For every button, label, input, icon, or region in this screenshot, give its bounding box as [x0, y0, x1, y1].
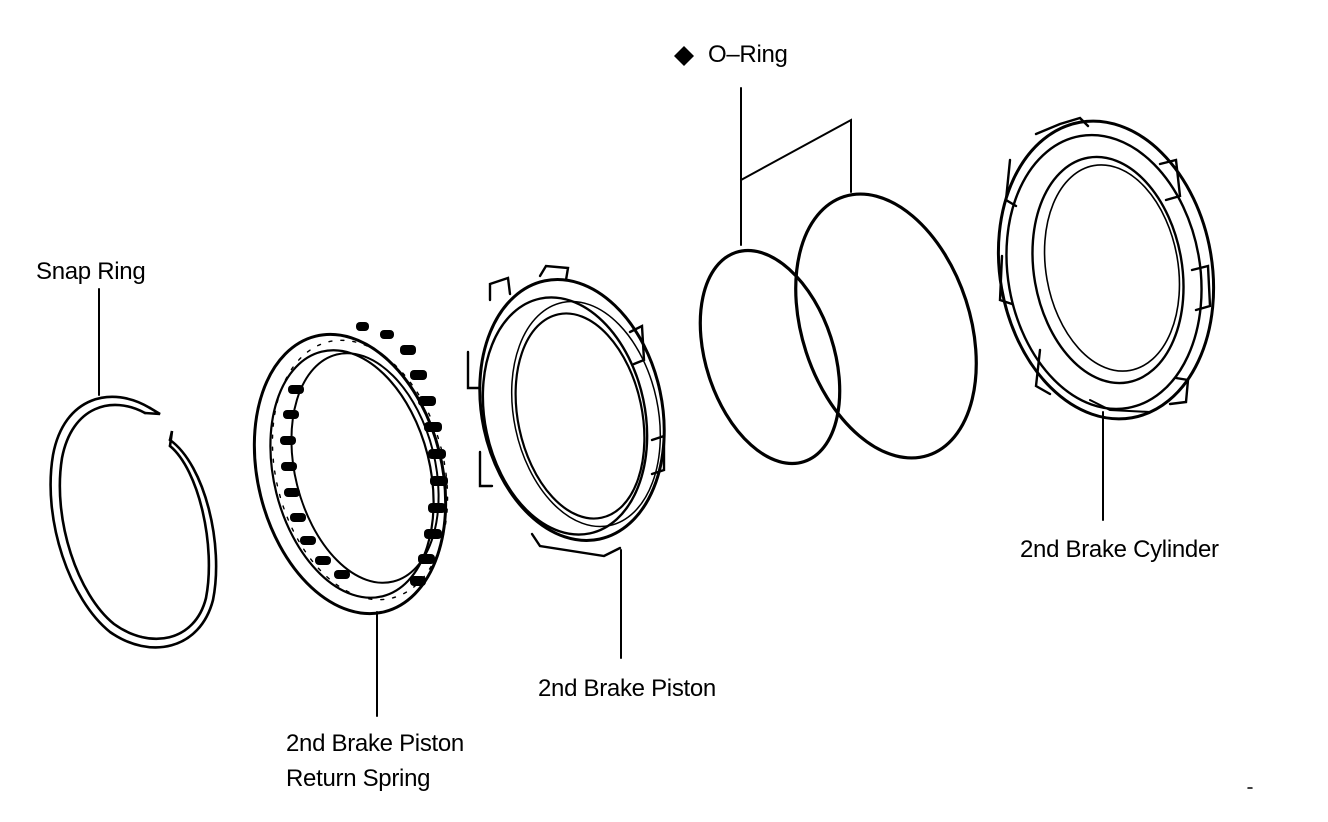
piston-label: 2nd Brake Piston — [538, 675, 716, 702]
snap-ring — [49, 395, 218, 649]
return-spring-label-line1: 2nd Brake Piston — [286, 730, 464, 757]
o-rings — [698, 192, 978, 466]
return-spring-label: 2nd Brake Piston Return Spring — [286, 727, 464, 797]
spring-coils — [280, 322, 448, 586]
o-ring-large — [794, 192, 978, 460]
o-ring-small — [698, 248, 842, 466]
o-ring-leader — [740, 87, 852, 246]
return-spring-label-line2: Return Spring — [286, 764, 431, 792]
brake-cylinder — [996, 116, 1216, 421]
piston-return-spring — [252, 322, 449, 616]
o-ring-label: O–Ring — [708, 41, 788, 68]
snap-ring-label: Snap Ring — [36, 258, 146, 285]
diamond-icon — [674, 46, 694, 66]
cylinder-label: 2nd Brake Cylinder — [1020, 536, 1219, 563]
brake-piston — [466, 264, 666, 558]
